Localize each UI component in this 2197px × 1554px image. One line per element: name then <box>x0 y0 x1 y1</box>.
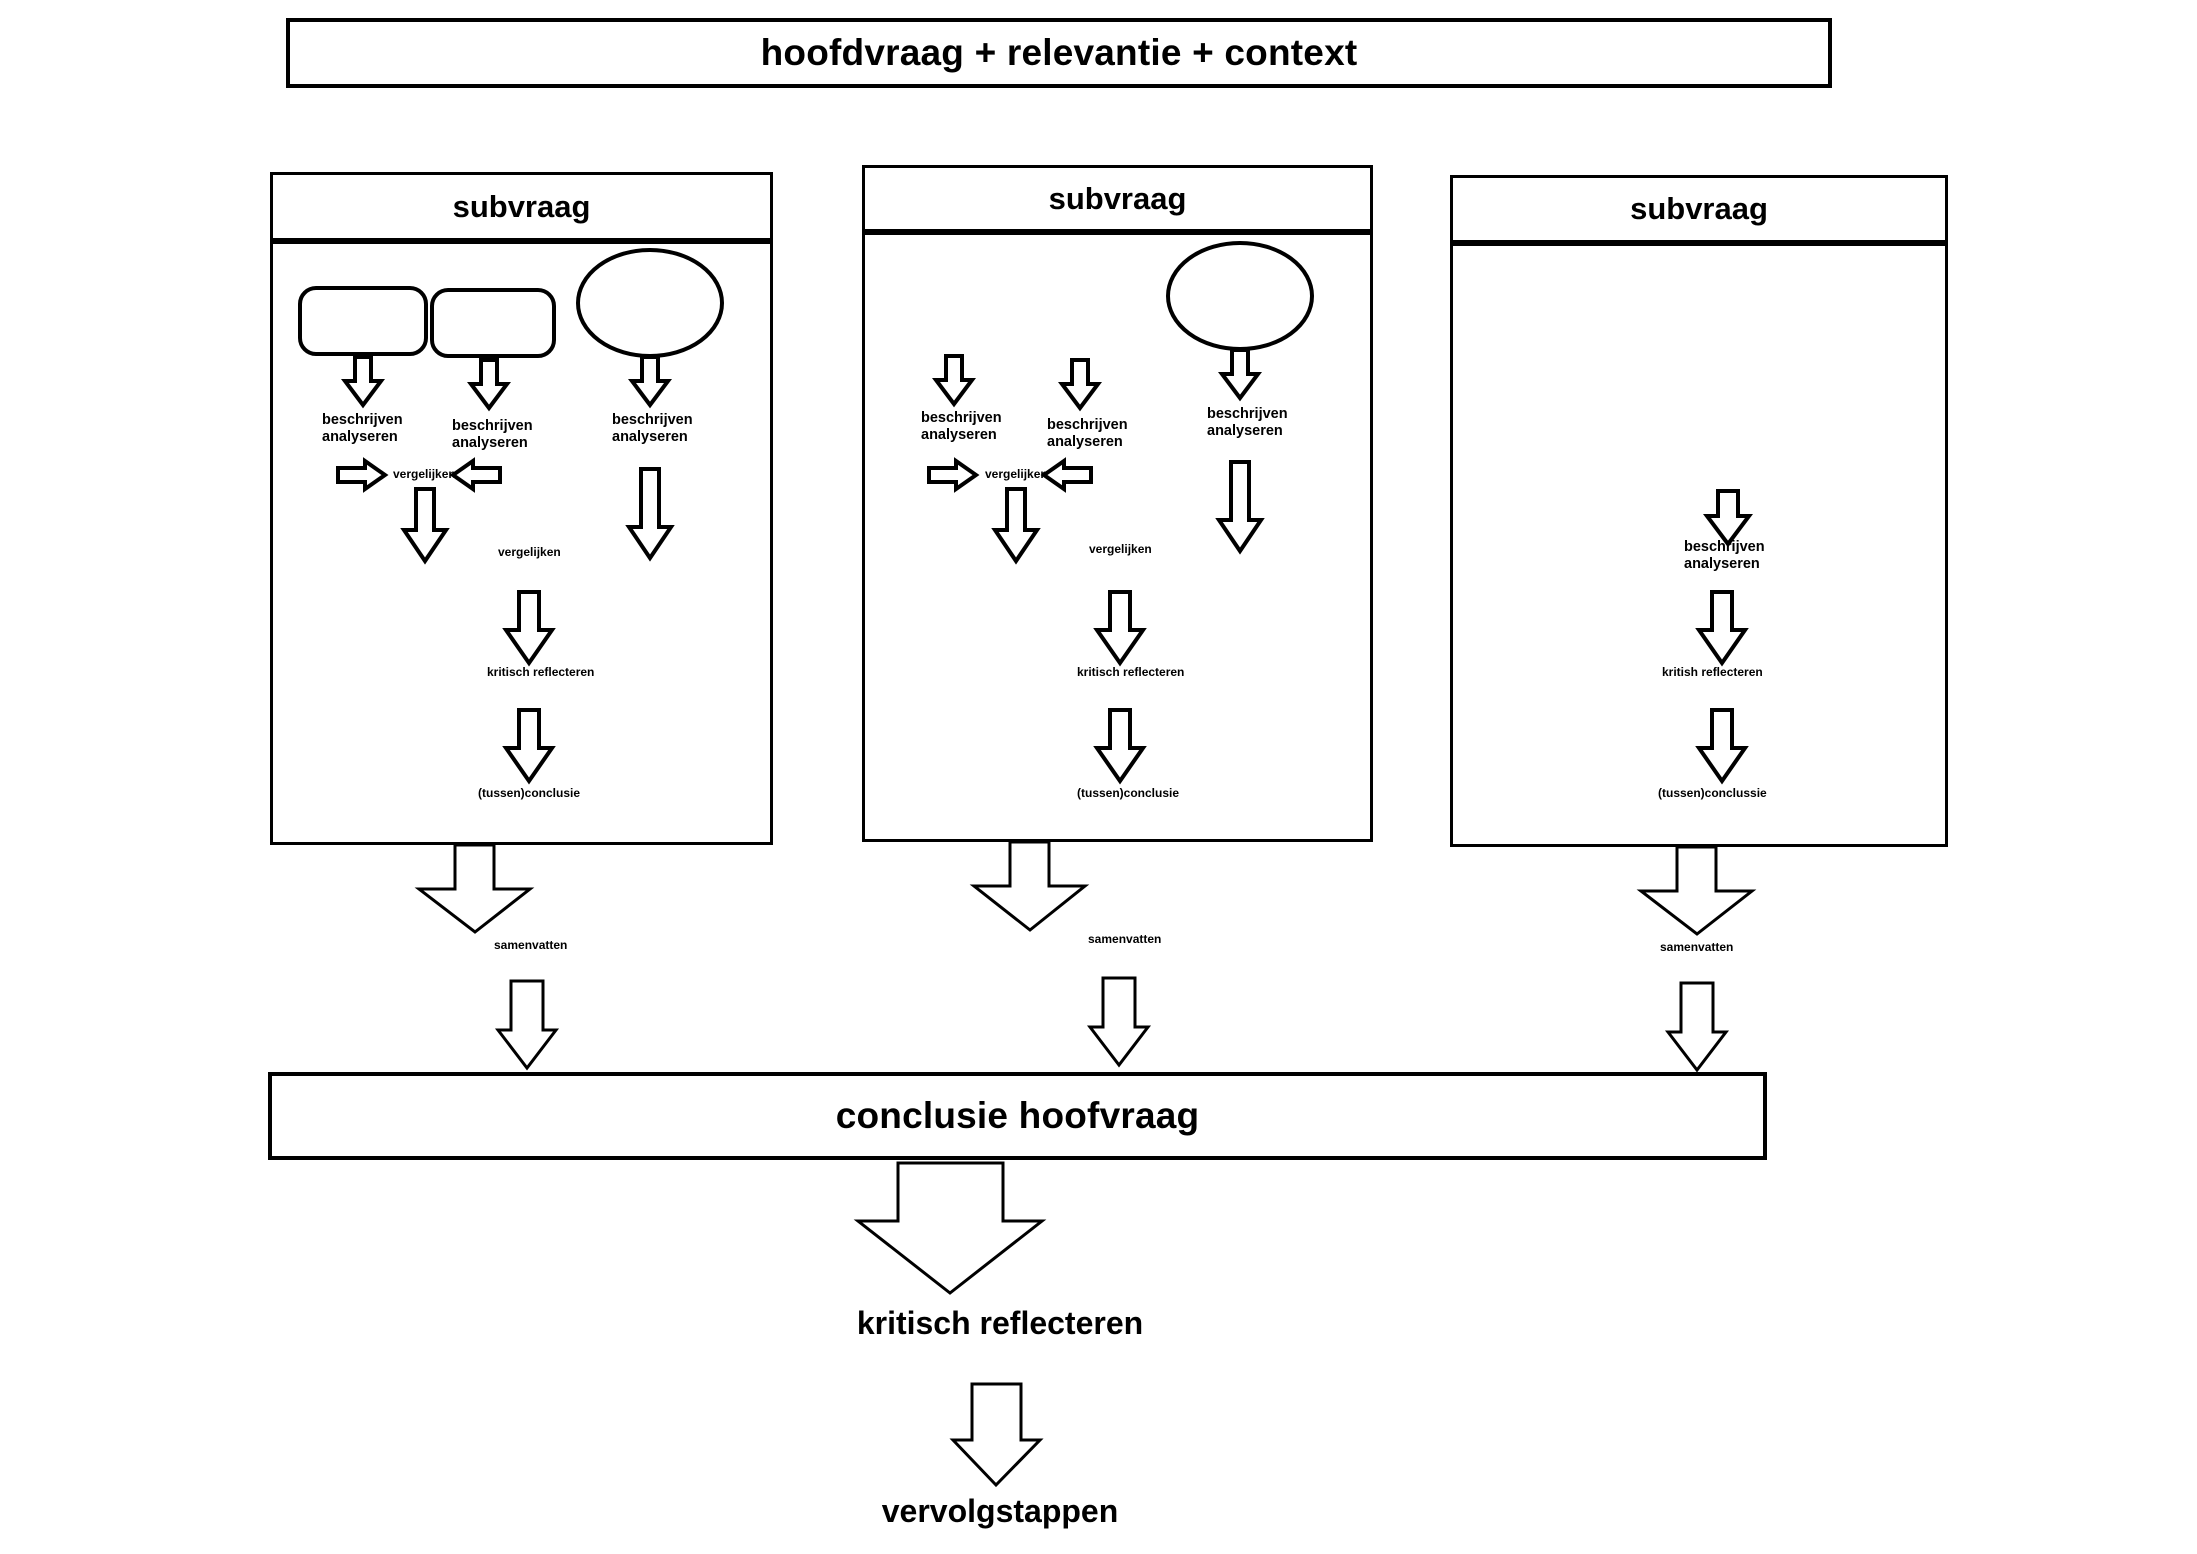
label-kritisch-reflecteren-c2: kritisch reflecteren <box>1077 665 1185 679</box>
label-beschrijven-analyseren-c2-3: beschrijven analyseren <box>1207 406 1288 440</box>
subvraag-header-3: subvraag <box>1450 175 1948 243</box>
conclusie-hoofvraag-label: conclusie hoofvraag <box>835 1095 1200 1136</box>
down-arrow-to-conclusie-2 <box>1086 976 1152 1068</box>
subvraag-header-2: subvraag <box>862 165 1373 232</box>
label-kritisch-reflecteren-final: kritisch reflecteren <box>856 1305 1144 1341</box>
label-beschrijven-analyseren-c2-1: beschrijven analyseren <box>921 410 1002 444</box>
wide-arrow-col3 <box>1636 845 1757 936</box>
down-arrow-to-reflect-final <box>853 1161 1047 1295</box>
label-beschrijven-analyseren-c1-3: beschrijven analyseren <box>612 412 693 446</box>
subvraag-header-1: subvraag <box>270 172 773 241</box>
label-beschrijven-analyseren-c1-1: beschrijven analyseren <box>322 412 403 446</box>
label-beschrijven-analyseren-c3-1: beschrijven analyseren <box>1684 539 1765 573</box>
label-tussenconclussie-c3: (tussen)conclussie <box>1658 786 1767 800</box>
label-samenvatten-c1: samenvatten <box>494 938 568 952</box>
wide-arrow-col1 <box>414 843 535 934</box>
label-beschrijven-analyseren-c2-2: beschrijven analyseren <box>1047 417 1128 451</box>
label-vergelijken-c2-1: vergelijken <box>985 467 1048 481</box>
label-tussenconclusie-c2: (tussen)conclusie <box>1077 786 1180 800</box>
down-arrow-to-conclusie-3 <box>1664 981 1730 1073</box>
subvraag-header-label-3: subvraag <box>1630 191 1768 226</box>
label-kritish-reflecteren-c3: kritish reflecteren <box>1662 665 1763 679</box>
label-vervolgstappen: vervolgstappen <box>881 1493 1119 1529</box>
wide-arrow-col2 <box>969 840 1090 932</box>
label-vergelijken-c2-2: vergelijken <box>1089 542 1152 556</box>
label-vergelijken-c1-1: vergelijken <box>393 467 456 481</box>
hoofdvraag-box: hoofdvraag + relevantie + context <box>286 18 1832 88</box>
conclusie-hoofvraag-box: conclusie hoofvraag <box>268 1072 1767 1160</box>
label-samenvatten-c2: samenvatten <box>1088 932 1162 946</box>
down-arrow-to-conclusie-1 <box>494 979 560 1071</box>
label-beschrijven-analyseren-c1-2: beschrijven analyseren <box>452 418 533 452</box>
subvraag-body-1 <box>270 241 773 845</box>
label-kritisch-reflecteren-c1: kritisch reflecteren <box>487 665 595 679</box>
subvraag-body-2 <box>862 232 1373 842</box>
hoofdvraag-label: hoofdvraag + relevantie + context <box>760 32 1358 73</box>
label-vergelijken-c1-2: vergelijken <box>498 545 561 559</box>
subvraag-header-label-2: subvraag <box>1048 180 1187 216</box>
subvraag-header-label-1: subvraag <box>452 188 591 224</box>
label-samenvatten-c3: samenvatten <box>1660 940 1734 954</box>
down-arrow-to-vervolgstappen <box>949 1382 1044 1488</box>
label-tussenconclusie-c1: (tussen)conclusie <box>478 786 581 800</box>
